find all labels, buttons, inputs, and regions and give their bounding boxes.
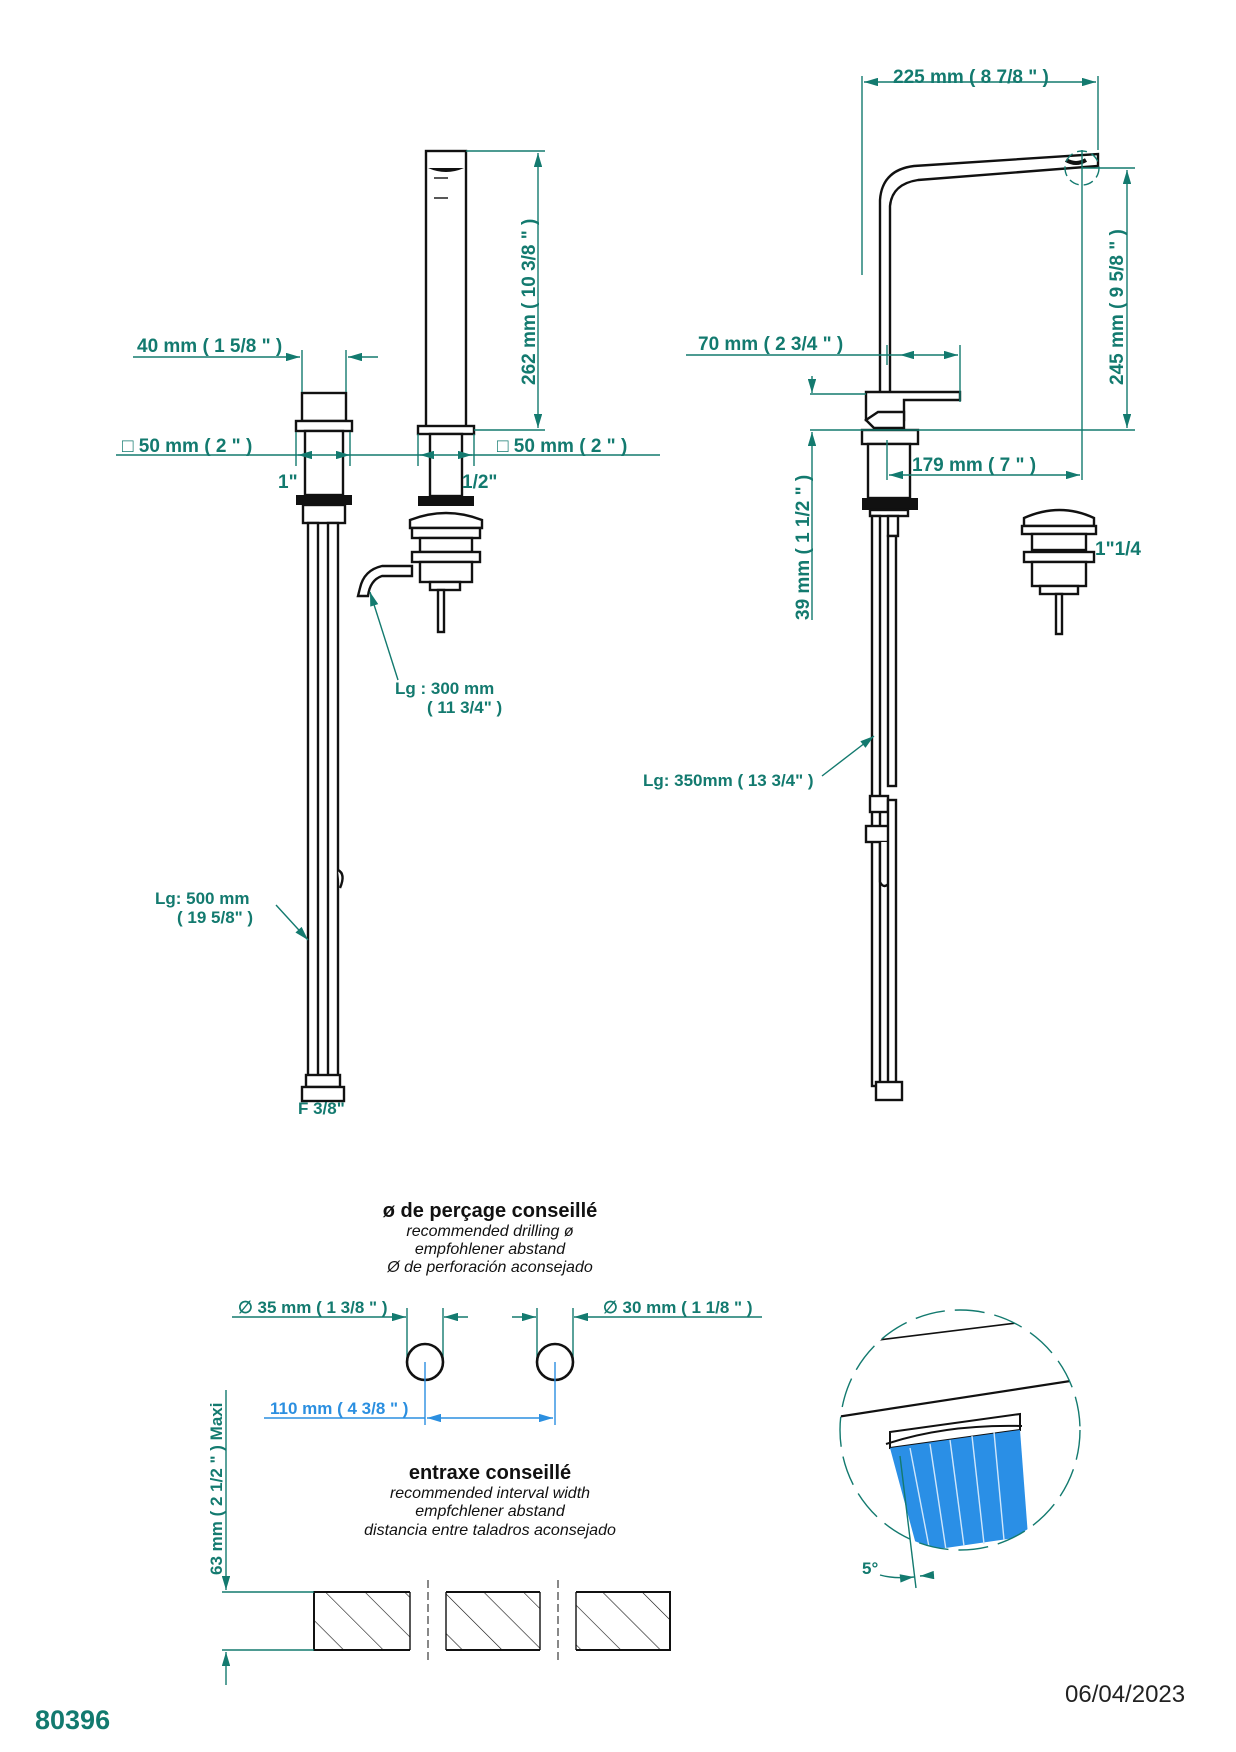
spout-left-view bbox=[356, 149, 484, 634]
spacing-line-es: distancia entre taladros aconsejado bbox=[364, 1522, 616, 1539]
spout-thread-label: 1/2" bbox=[462, 472, 497, 493]
countertop-section bbox=[221, 1390, 671, 1685]
drilling-title: ø de perçage conseillé bbox=[383, 1200, 598, 1222]
spout-height-label: 262 mm ( 10 3/8 " ) bbox=[519, 219, 540, 385]
handle-thread-label: 1" bbox=[278, 472, 298, 493]
product-code: 80396 bbox=[35, 1705, 110, 1735]
body-height-label: 39 mm ( 1 1/2 " ) bbox=[793, 475, 814, 620]
angle-label: 5° bbox=[862, 1559, 878, 1578]
handle-left-view bbox=[294, 391, 354, 1103]
drawing-date: 06/04/2023 bbox=[1065, 1681, 1185, 1708]
spacing-line-de: empfchlener abstand bbox=[415, 1503, 566, 1520]
spacing-line-en: recommended interval width bbox=[390, 1485, 590, 1502]
hose-length-label: Lg: 500 mm bbox=[155, 889, 249, 908]
hose-connector-label: F 3/8" bbox=[298, 1099, 345, 1118]
drain-hose-length-label: Lg : 300 mm bbox=[395, 679, 494, 698]
outlet-offset-label: 179 mm ( 7 " ) bbox=[912, 455, 1036, 476]
right-spout-height-label: 245 mm ( 9 5/8 " ) bbox=[1107, 229, 1128, 385]
aerator-detail bbox=[839, 1309, 1081, 1589]
spacing-title: entraxe conseillé bbox=[409, 1462, 571, 1484]
hose-length-in-label: ( 19 5/8" ) bbox=[177, 908, 253, 927]
max-thickness-label: 63 mm ( 2 1/2 " ) Maxi bbox=[207, 1403, 226, 1575]
drilling-line-en: recommended drilling ø bbox=[406, 1223, 573, 1240]
drain-thread-label: 1"1/4 bbox=[1095, 539, 1141, 560]
right-dimensions bbox=[686, 76, 1135, 777]
drilling-line-es: Ø de perforación aconsejado bbox=[386, 1259, 593, 1276]
left-dimensions bbox=[116, 150, 660, 941]
right-hose-length-label: Lg: 350mm ( 13 3/4" ) bbox=[643, 771, 814, 790]
handle-width-label: 40 mm ( 1 5/8 " ) bbox=[137, 336, 282, 357]
handle-base-label: □ 50 mm ( 2 " ) bbox=[122, 436, 252, 457]
drain-right-view bbox=[1020, 508, 1098, 636]
drilling-holes bbox=[232, 1308, 762, 1425]
lever-length-label: 70 mm ( 2 3/4 " ) bbox=[698, 334, 843, 355]
hole-right-label: ∅ 30 mm ( 1 1/8 " ) bbox=[603, 1298, 752, 1317]
spacing-label: 110 mm ( 4 3/8 " ) bbox=[270, 1399, 408, 1418]
drilling-line-de: empfohlener abstand bbox=[415, 1241, 566, 1258]
spout-reach-label: 225 mm ( 8 7/8 " ) bbox=[893, 67, 1049, 88]
spout-base-label: □ 50 mm ( 2 " ) bbox=[497, 436, 627, 457]
hole-left-label: ∅ 35 mm ( 1 3/8 " ) bbox=[238, 1298, 387, 1317]
drain-hose-length-in-label: ( 11 3/4" ) bbox=[427, 698, 502, 717]
